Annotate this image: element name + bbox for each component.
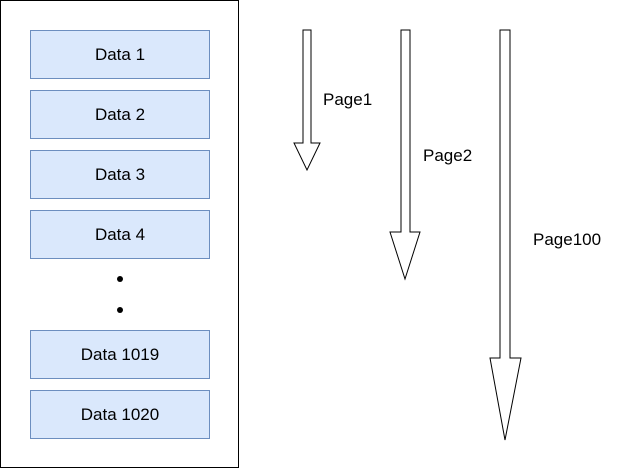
data-item: Data 1: [30, 30, 210, 79]
data-item-label: Data 1019: [80, 344, 160, 364]
page100-label: Page100: [533, 230, 602, 249]
data-item: Data 2: [30, 90, 210, 139]
data-item-label: Data 2: [94, 104, 146, 124]
page2-arrow: [389, 29, 421, 281]
data-item: Data 3: [30, 150, 210, 199]
data-item-label: Data 1: [94, 44, 146, 64]
page2-label: Page2: [423, 146, 473, 165]
ellipsis-dot: [117, 307, 123, 313]
page1-label: Page1: [323, 90, 373, 109]
data-item-label: Data 1020: [80, 404, 160, 424]
page100-arrow: [489, 29, 522, 441]
data-item: Data 1019: [30, 330, 210, 379]
data-item: Data 1020: [30, 390, 210, 439]
ellipsis-dot: [117, 276, 123, 282]
data-item-label: Data 4: [94, 224, 146, 244]
page1-arrow: [293, 29, 321, 172]
data-item-label: Data 3: [94, 164, 146, 184]
data-item: Data 4: [30, 210, 210, 259]
